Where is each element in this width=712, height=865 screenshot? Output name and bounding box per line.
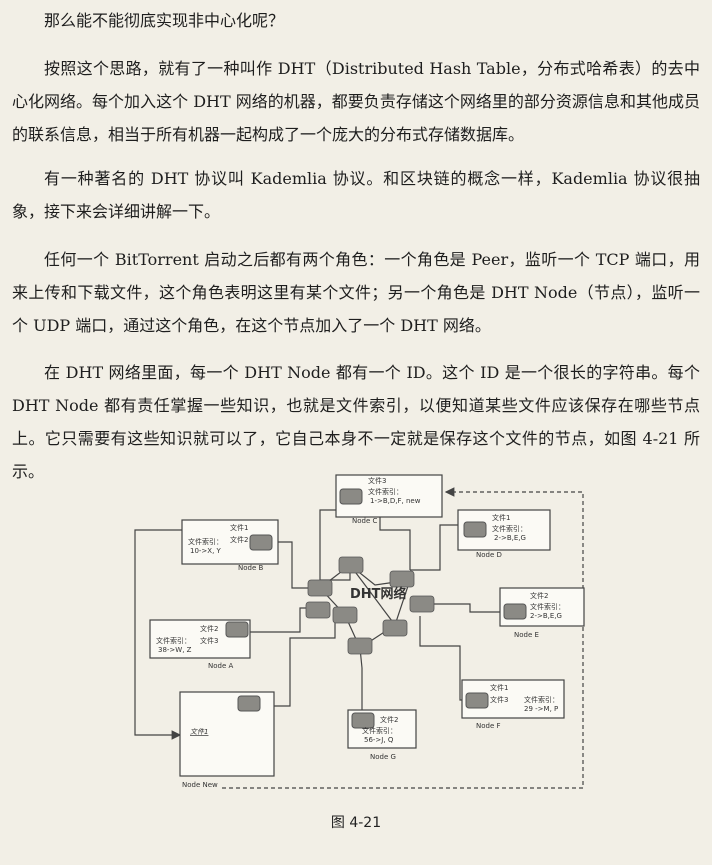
link-g [359,647,363,720]
link-e [432,603,502,613]
node-f-index-label: 文件索引： [524,695,559,704]
node-g: 文件2 文件索引： 56->J, Q Node G [347,709,417,761]
router-icon-3 [389,570,415,588]
link-mesh-diag [349,564,396,626]
node-e-index-label: 文件索引： [530,602,565,611]
dht-diagram-svg: DHT网络 文件3 文件索引： 1->B,D,F, new Node C 文件1… [134,474,585,789]
router-icon-7 [347,637,373,655]
figure-caption: 图 4-21 [330,815,382,831]
node-b-index-label: 文件索引： [188,537,223,546]
router-icon-6 [382,619,408,637]
section-question: 那么能不能彻底实现非中心化呢？ [44,11,285,30]
link-b [270,541,320,589]
node-new-computer-icon [237,695,261,712]
node-d-name: Node D [476,551,502,559]
node-b-name: Node B [238,564,263,572]
node-d: 文件1 文件索引： 2->B,E,G Node D [457,509,551,559]
node-new: 文件1 Node New [179,691,275,789]
router-icon-8 [305,601,331,619]
node-c-index-label: 文件索引： [368,487,403,496]
router-icon-5 [332,606,358,624]
arrow-b-to-new [134,529,182,740]
node-e-name: Node E [514,631,539,639]
router-icon-1 [338,556,364,574]
router-icon-2 [307,579,333,597]
node-e-computer-icon [503,603,527,620]
node-b-index: 10->X, Y [190,547,222,555]
node-g-index: 56->J, Q [364,736,394,744]
paragraph-dht-intro: 按照这个思路，就有了一种叫作 DHT（Distributed Hash Tabl… [12,59,700,144]
node-a-computer-icon [225,621,249,638]
node-g-index-label: 文件索引： [362,726,397,735]
node-d-index: 2->B,E,G [494,534,526,542]
node-f-computer-icon [465,692,489,709]
node-b-file2: 文件2 [230,535,248,544]
dht-network-figure: DHT网络 文件3 文件索引： 1->B,D,F, new Node C 文件1… [0,470,712,810]
link-c2 [379,510,411,570]
node-b-computer-icon [249,534,273,551]
node-e-index: 2->B,E,G [530,612,562,620]
flow-arrows [134,487,584,789]
node-f-file1: 文件1 [490,683,508,692]
node-a-file2: 文件3 [200,636,218,645]
node-g-computer-icon [351,712,375,729]
node-c: 文件3 文件索引： 1->B,D,F, new Node C [335,474,443,525]
node-c-index: 1->B,D,F, new [370,497,421,505]
link-new [262,615,336,707]
node-f-file2: 文件3 [490,695,508,704]
node-d-computer-icon [463,521,487,538]
paragraph-bittorrent-roles: 任何一个 BitTorrent 启动之后都有两个角色：一个角色是 Peer，监听… [12,250,700,335]
node-a-index: 38->W, Z [158,646,192,654]
node-a-index-label: 文件索引： [156,636,191,645]
node-c-name: Node C [352,517,377,525]
router-icons [305,556,435,655]
node-new-name: Node New [182,781,218,789]
node-a-file1: 文件2 [200,624,218,633]
node-e: 文件2 文件索引： 2->B,E,G Node E [499,587,585,639]
node-c-file: 文件3 [368,476,386,485]
node-d-file: 文件1 [492,513,510,522]
node-c-computer-icon [339,488,363,505]
paragraph-dht-node-id: 在 DHT 网络里面，每一个 DHT Node 都有一个 ID。这个 ID 是一… [12,363,700,481]
node-e-file: 文件2 [530,591,548,600]
dht-center-label: DHT网络 [350,586,407,602]
router-icon-4 [409,595,435,613]
node-g-file: 文件2 [380,715,398,724]
node-f-name: Node F [476,722,501,730]
paragraph-kademlia: 有一种著名的 DHT 协议叫 Kademlia 协议。和区块链的概念一样，Kad… [12,169,700,221]
node-new-file: 文件1 [190,728,208,736]
node-f: 文件1 文件3 文件索引： 29 ->M, P Node F [461,679,565,730]
node-b: 文件1 文件2 文件索引： 10->X, Y Node B [181,519,279,572]
node-d-index-label: 文件索引： [492,524,527,533]
node-a-name: Node A [208,662,233,670]
node-b-file1: 文件1 [230,523,248,532]
node-a: 文件2 文件3 文件索引： 38->W, Z Node A [149,619,251,670]
node-f-index: 29 ->M, P [524,705,558,713]
node-g-name: Node G [370,753,396,761]
